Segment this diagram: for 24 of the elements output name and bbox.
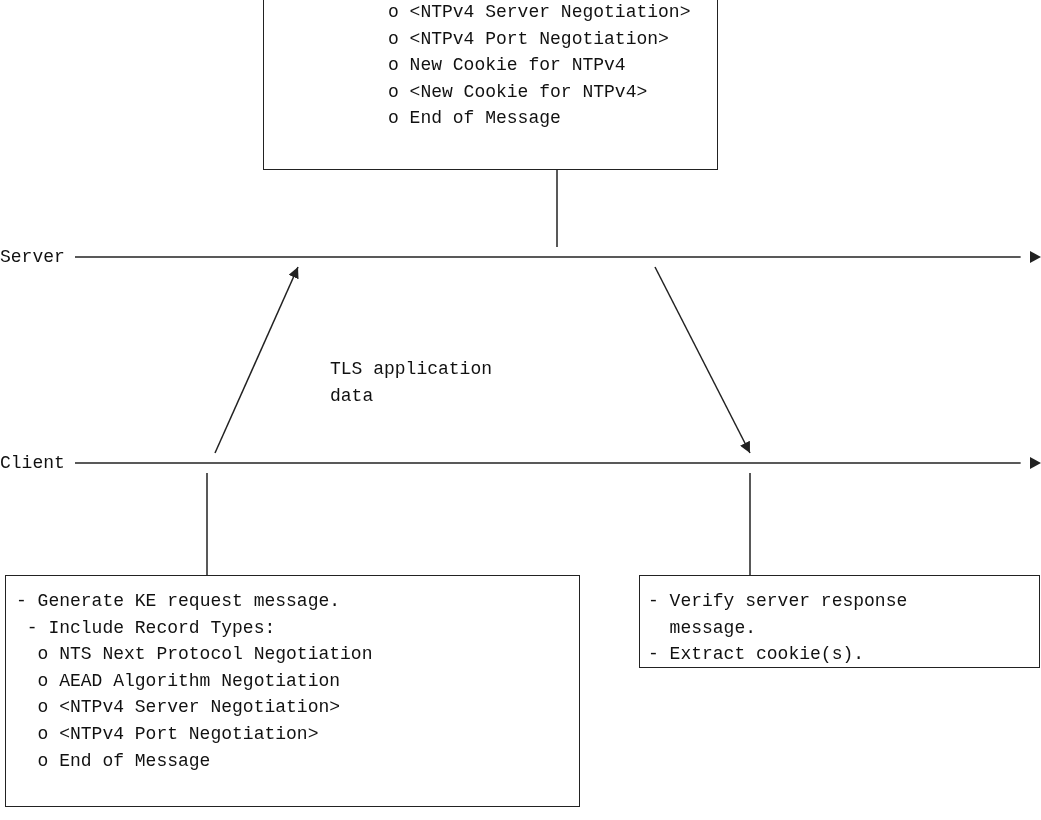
- message-box: [639, 575, 1040, 668]
- timeline-label: Server: [0, 247, 65, 267]
- box-text: o <NTPv4 Server Negotiation>: [388, 1, 692, 24]
- box-text: o AEAD Algorithm Negotiation: [36, 669, 342, 693]
- box-text: o <NTPv4 Port Negotiation>: [388, 27, 670, 51]
- message-box: [263, 0, 718, 170]
- connector-line: [556, 169, 558, 248]
- box-text: o End of Message: [36, 749, 212, 773]
- box-text: o <New Cookie for NTPv4>: [388, 80, 649, 104]
- box-text: o New Cookie for NTPv4: [388, 54, 627, 78]
- connector-line: [749, 472, 751, 576]
- box-text: - Extract cookie(s).: [648, 643, 866, 667]
- box-text: - Generate KE request message.: [16, 590, 342, 613]
- arrow: [214, 266, 299, 454]
- box-text: o End of Message: [388, 107, 562, 131]
- box-text: - Verify server response message.: [648, 590, 909, 640]
- box-text: - Include Record Types:: [25, 616, 277, 640]
- box-text: o <NTPv4 Server Negotiation>: [36, 696, 342, 720]
- timeline-label: Client: [0, 453, 65, 473]
- arrow: [654, 266, 751, 454]
- connector-line: [206, 472, 208, 576]
- box-text: o <NTPv4 Port Negotiation>: [36, 722, 320, 746]
- box-text: o NTS Next Protocol Negotiation: [36, 643, 374, 667]
- message-box: [5, 575, 580, 807]
